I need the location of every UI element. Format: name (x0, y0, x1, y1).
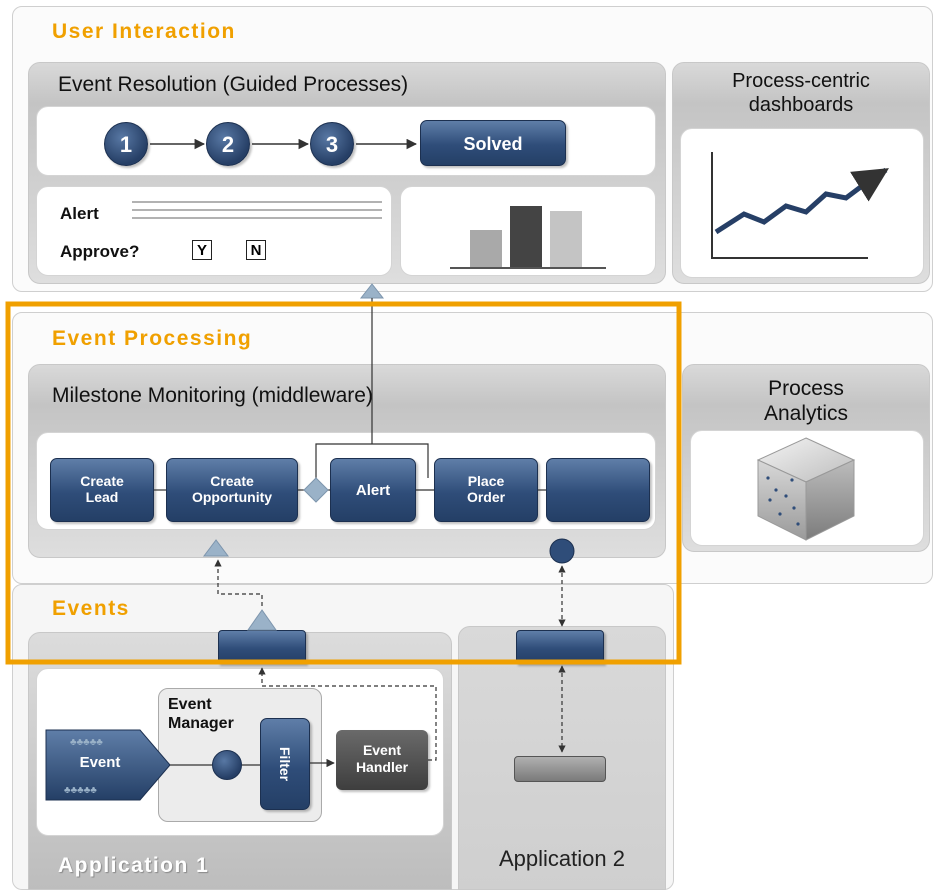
up-triangle-top (359, 283, 385, 299)
event-handler-node[interactable]: Event Handler (336, 730, 428, 790)
analytics-title-line1: Process (768, 377, 844, 400)
event-processing-title: Event Processing (52, 327, 253, 350)
filter-node[interactable] (260, 718, 310, 810)
milestone-title: Milestone Monitoring (middleware) (52, 384, 373, 407)
event-handler-line1: Event (362, 742, 402, 758)
app1-dashed-feedback (258, 667, 437, 761)
create-opportunity-line2: Opportunity (191, 489, 273, 505)
event-handler-line2: Handler (355, 759, 409, 775)
approve-yes-button[interactable]: Y (192, 240, 212, 260)
create-lead-node[interactable]: Create Lead (50, 458, 154, 522)
event-manager-line2: Manager (168, 715, 234, 732)
place-order-line2: Order (466, 489, 506, 505)
event-resolution-title: Event Resolution (Guided Processes) (58, 73, 409, 96)
milestone-circle-connector (549, 538, 575, 564)
step-3-circle[interactable]: 3 (310, 122, 354, 166)
events-connector-2[interactable] (516, 630, 604, 664)
decision-diamond (303, 477, 329, 503)
analytics-cube-icon (756, 437, 856, 541)
alert-node[interactable]: Alert (330, 458, 416, 522)
svg-text:♣♣♣♣♣: ♣♣♣♣♣ (64, 785, 97, 796)
application-1-label: Application 1 (58, 854, 210, 877)
up-triangle-events (247, 609, 277, 631)
step-1-circle[interactable]: 1 (104, 122, 148, 166)
step-2-circle[interactable]: 2 (206, 122, 250, 166)
bar-chart-icon (450, 206, 606, 269)
create-opportunity-line1: Create (210, 473, 254, 489)
event-manager-line1: Event (168, 696, 212, 713)
dashboard-chart-panel (680, 128, 924, 278)
svg-text:♣♣♣♣♣: ♣♣♣♣♣ (70, 737, 103, 748)
event-manager-circle[interactable] (212, 750, 242, 780)
application-2-label: Application 2 (499, 846, 625, 871)
dashboards-title-line1: Process-centric (732, 70, 870, 92)
alert-bracket (315, 443, 429, 478)
create-lead-line1: Create (80, 473, 124, 489)
app2-component[interactable] (514, 756, 606, 782)
place-order-line1: Place (467, 473, 505, 489)
alert-label: Alert (60, 204, 99, 223)
solved-button[interactable]: Solved (420, 120, 566, 166)
create-lead-line2: Lead (85, 489, 119, 505)
highlight-frame (5, 301, 682, 665)
approve-label: Approve? (60, 242, 140, 261)
alert-lines (132, 201, 382, 219)
dashboards-title-line2: dashboards (748, 94, 854, 116)
alert-approval-panel (36, 186, 392, 276)
up-triangle-left (203, 539, 229, 557)
line-chart-icon (711, 152, 889, 259)
events-dashed-up-left (214, 559, 263, 606)
approve-no-button[interactable]: N (246, 240, 266, 260)
user-interaction-title: User Interaction (52, 20, 236, 43)
analytics-title-line2: Analytics (763, 402, 849, 425)
events-title: Events (52, 597, 130, 620)
empty-milestone-node[interactable] (546, 458, 650, 522)
event-arrow-icon: ♣♣♣♣♣ ♣♣♣♣♣ (45, 729, 171, 801)
event-label: Event (79, 754, 121, 771)
place-order-node[interactable]: Place Order (434, 458, 538, 522)
create-opportunity-node[interactable]: Create Opportunity (166, 458, 298, 522)
